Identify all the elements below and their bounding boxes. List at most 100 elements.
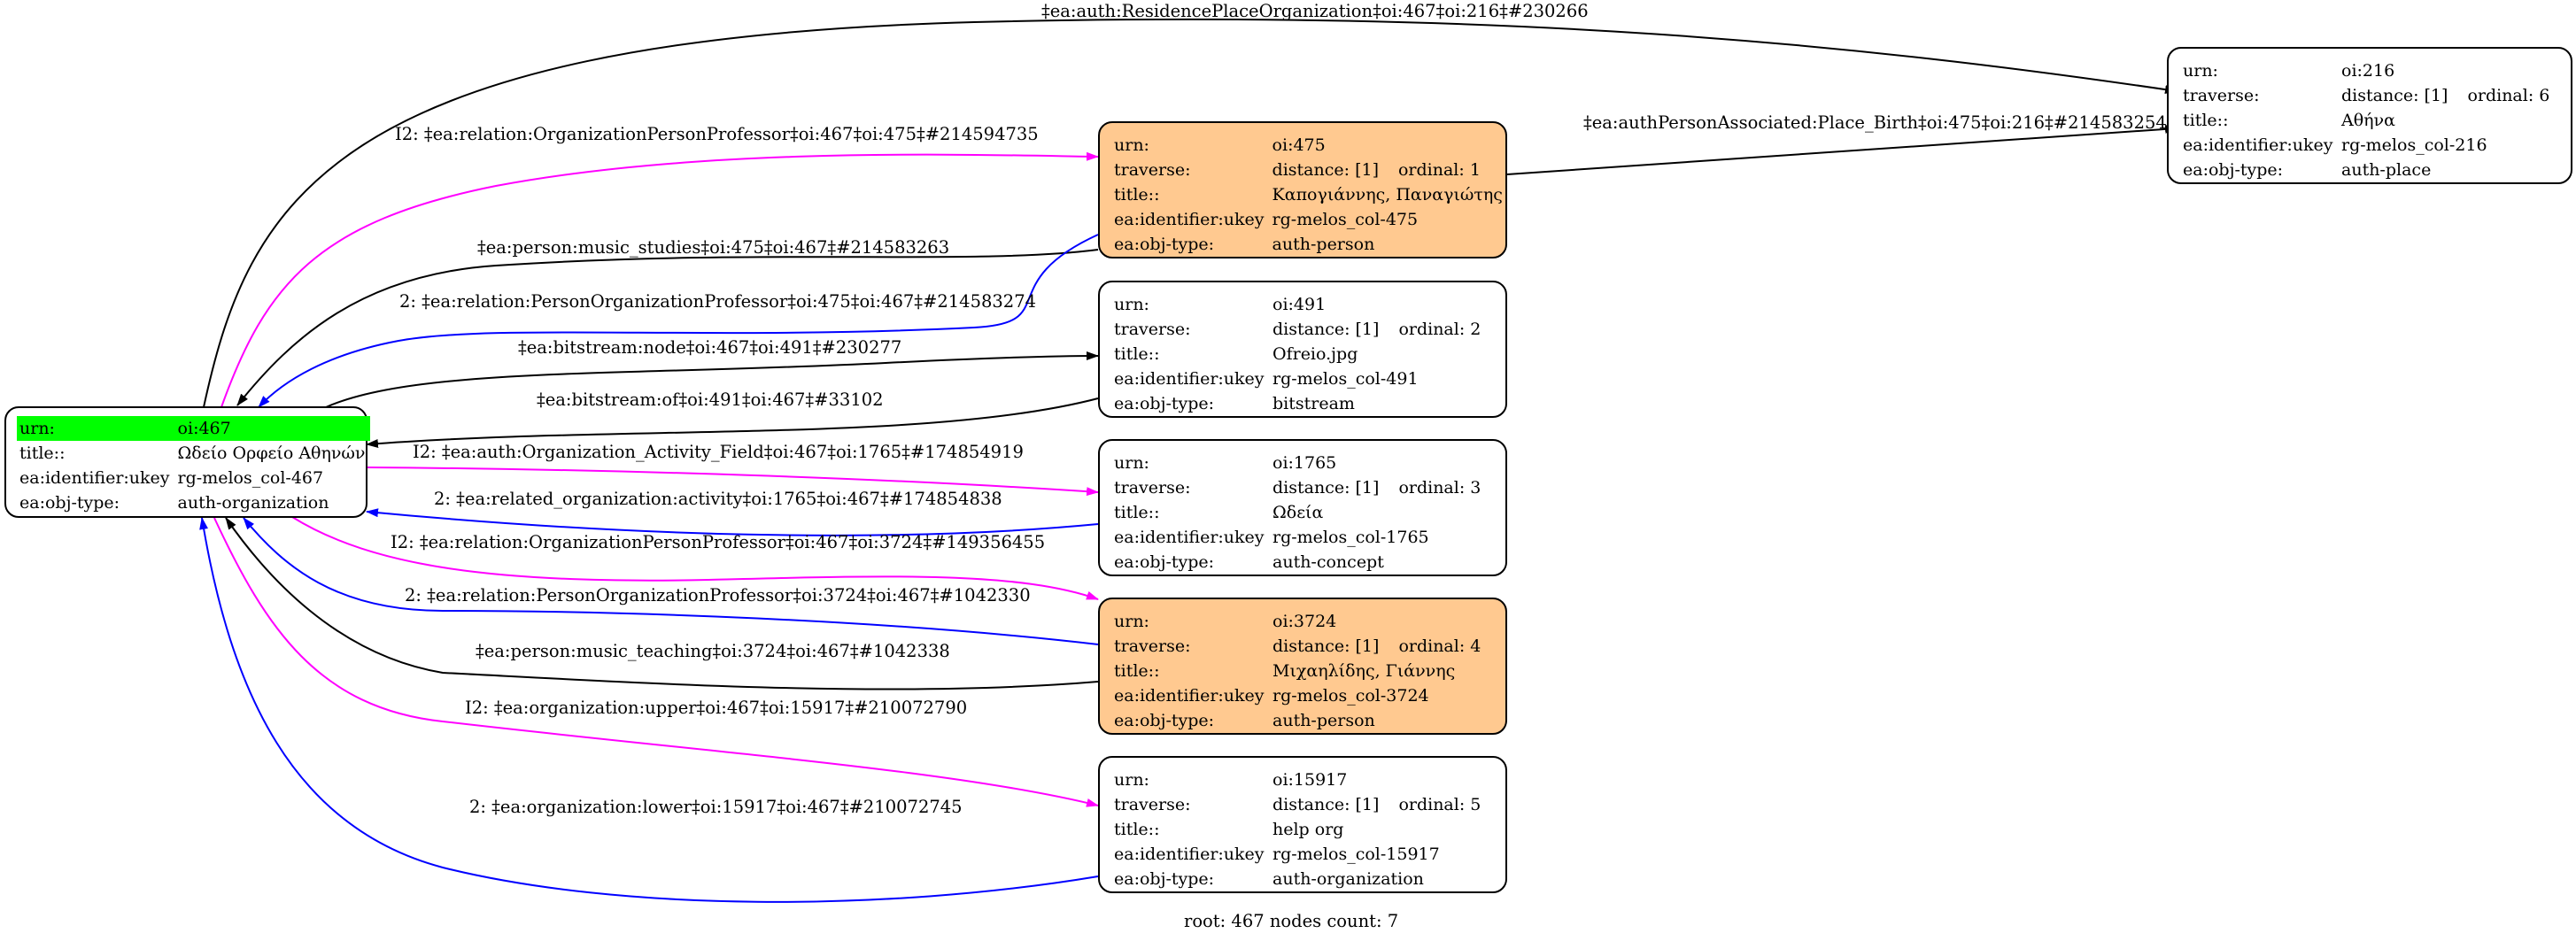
field-key: ea:obj-type: [1114, 235, 1215, 254]
field-key: ea:identifier:ukey [19, 468, 170, 488]
node-ukey: rg-melos_col-1765 [1273, 528, 1429, 547]
node-traverse: distance: [1]ordinal: 6 [2339, 83, 2555, 108]
node-table: urn: oi:15917 traverse: distance: [1] ordin… [1111, 767, 1486, 891]
edge-label: ‡ea:person:music_teaching‡oi:3724‡oi:467… [476, 641, 950, 661]
edge-label: ‡ea:authPersonAssociated:Place_Birth‡oi:… [1583, 112, 2167, 133]
edge-label: I2: ‡ea:relation:OrganizationPersonProfe… [391, 532, 1045, 552]
edge-path [199, 517, 1099, 903]
graph-footer: root: 467 nodes count: 7 [1184, 911, 1399, 931]
node-ordinal: ordinal: 6 [2467, 86, 2550, 105]
field-key: ea:obj-type: [2183, 160, 2284, 180]
field-key: traverse: [1114, 160, 1191, 180]
node-ordinal: ordinal: 1 [1397, 160, 1481, 180]
field-key: ea:obj-type: [1114, 552, 1215, 572]
field-key: urn: [1114, 612, 1149, 631]
node-table: urn:oi:3724 traverse:distance: [1]ordina… [1111, 609, 1486, 733]
field-key: ea:obj-type: [1114, 711, 1215, 730]
node-oi-216[interactable]: urn:oi:216 traverse:distance: [1]ordinal… [2167, 47, 2572, 184]
edge-path [366, 397, 1099, 448]
node-title: Ofreio.jpg [1273, 344, 1358, 364]
node-table: urn:oi:491 traverse:distance: [1]ordinal… [1111, 292, 1486, 416]
node-title: help org [1273, 820, 1344, 839]
node-urn: oi:15917 [1273, 770, 1348, 790]
node-distance: distance: [1] [1273, 636, 1380, 656]
field-value: auth-organization [177, 493, 329, 513]
node-title: Αθήνα [2341, 111, 2395, 130]
edge-path [225, 517, 1099, 690]
field-key: urn: [1114, 453, 1149, 473]
node-title: Καπογιάννης, Παναγιώτης [1272, 185, 1503, 204]
node-oi-15917[interactable]: urn: oi:15917 traverse: distance: [1] ordin… [1098, 756, 1507, 893]
node-traverse: distance: [1] ordinal: 1 [1270, 158, 1508, 182]
node-ukey: rg-melos_col-15917 [1273, 845, 1440, 864]
node-urn: oi:491 [1273, 295, 1327, 314]
edge-label: ‡ea:bitstream:node‡oi:467‡oi:491‡#230277 [518, 337, 901, 358]
root-type-row: ea:obj-type: auth-organization [17, 490, 370, 515]
node-distance: distance: [1] [1273, 478, 1380, 497]
edge-path [366, 508, 1099, 536]
node-traverse: distance: [1]ordinal: 3 [1270, 475, 1486, 500]
node-type: auth-person [1273, 711, 1375, 730]
field-key: ea:obj-type: [1114, 394, 1215, 413]
node-traverse: distance: [1]ordinal: 2 [1270, 317, 1486, 342]
edge-path [203, 18, 2178, 408]
edge-path [291, 516, 1099, 600]
field-value: Ωδείο Ορφείο Αθηνών [177, 444, 366, 463]
field-key: ea:identifier:ukey [1114, 369, 1265, 389]
node-ordinal: ordinal: 5 [1398, 795, 1481, 814]
node-table: urn:oi:1765 traverse:distance: [1]ordina… [1111, 451, 1486, 575]
node-type: auth-place [2341, 160, 2432, 180]
node-ukey: rg-melos_col-216 [2341, 135, 2487, 155]
node-ukey: rg-melos_col-3724 [1273, 686, 1429, 706]
field-key: title:: [1114, 185, 1160, 204]
node-urn: oi:216 [2341, 61, 2395, 81]
node-type: auth-organization [1273, 869, 1424, 889]
field-key: urn: [1114, 135, 1149, 155]
field-key: title:: [1114, 503, 1160, 522]
edge-label: ‡ea:auth:ResidencePlaceOrganization‡oi:4… [1041, 1, 1589, 21]
node-urn: oi:3724 [1273, 612, 1337, 631]
field-key: title:: [19, 444, 66, 463]
node-ordinal: ordinal: 4 [1398, 636, 1481, 656]
edge-path [220, 151, 1099, 408]
node-type: bitstream [1273, 394, 1355, 413]
edge-path [213, 517, 1099, 807]
node-distance: distance: [1] [1273, 795, 1380, 814]
field-key: urn: [17, 416, 175, 441]
root-title-row: title:: Ωδείο Ορφείο Αθηνών [17, 441, 370, 466]
field-key: title:: [2183, 111, 2229, 130]
edge-label: 2: ‡ea:relation:PersonOrganizationProfes… [399, 291, 1036, 312]
node-distance: distance: [1] [1272, 160, 1379, 180]
edge-label: I2: ‡ea:relation:OrganizationPersonProfe… [395, 124, 1039, 144]
edge-path [325, 351, 1099, 408]
field-key: ea:identifier:ukey [1114, 686, 1265, 706]
field-key: ea:identifier:ukey [1114, 210, 1265, 229]
field-key: traverse: [1114, 320, 1191, 339]
edge-label: 2: ‡ea:organization:lower‡oi:15917‡oi:46… [469, 797, 963, 817]
node-type: auth-concept [1273, 552, 1384, 572]
edge-path [366, 467, 1099, 497]
field-key: traverse: [1114, 795, 1191, 814]
field-key: urn: [2183, 61, 2218, 81]
field-key: title:: [1114, 344, 1160, 364]
edge-label: ‡ea:person:music_studies‡oi:475‡oi:467‡#… [477, 237, 949, 258]
root-node[interactable]: urn: oi:467 title:: Ωδείο Ορφείο Αθηνών … [4, 406, 371, 518]
node-traverse: distance: [1] ordinal: 4 [1270, 634, 1486, 659]
edge-label: 2: ‡ea:relation:PersonOrganizationProfes… [405, 585, 1031, 605]
node-oi-491[interactable]: urn:oi:491 traverse:distance: [1]ordinal… [1098, 281, 1507, 418]
root-urn-row: urn: oi:467 [17, 416, 371, 441]
node-oi-475[interactable]: urn: oi:475 traverse: distance: [1] ordinal… [1098, 121, 1507, 258]
node-ukey: rg-melos_col-475 [1272, 210, 1419, 229]
field-value: oi:467 [174, 416, 371, 441]
edge-label: 2: ‡ea:related_organization:activity‡oi:… [434, 489, 1002, 509]
node-urn: oi:475 [1272, 135, 1326, 155]
edge-path [236, 249, 1099, 406]
node-oi-3724[interactable]: urn:oi:3724 traverse:distance: [1]ordina… [1098, 598, 1507, 735]
field-key: title:: [1114, 820, 1160, 839]
field-key: ea:identifier:ukey [1114, 845, 1265, 864]
node-table: urn:oi:216 traverse:distance: [1]ordinal… [2180, 58, 2555, 182]
field-key: ea:identifier:ukey [2183, 135, 2333, 155]
node-oi-1765[interactable]: urn:oi:1765 traverse:distance: [1]ordina… [1098, 439, 1507, 576]
field-key: urn: [1114, 770, 1149, 790]
